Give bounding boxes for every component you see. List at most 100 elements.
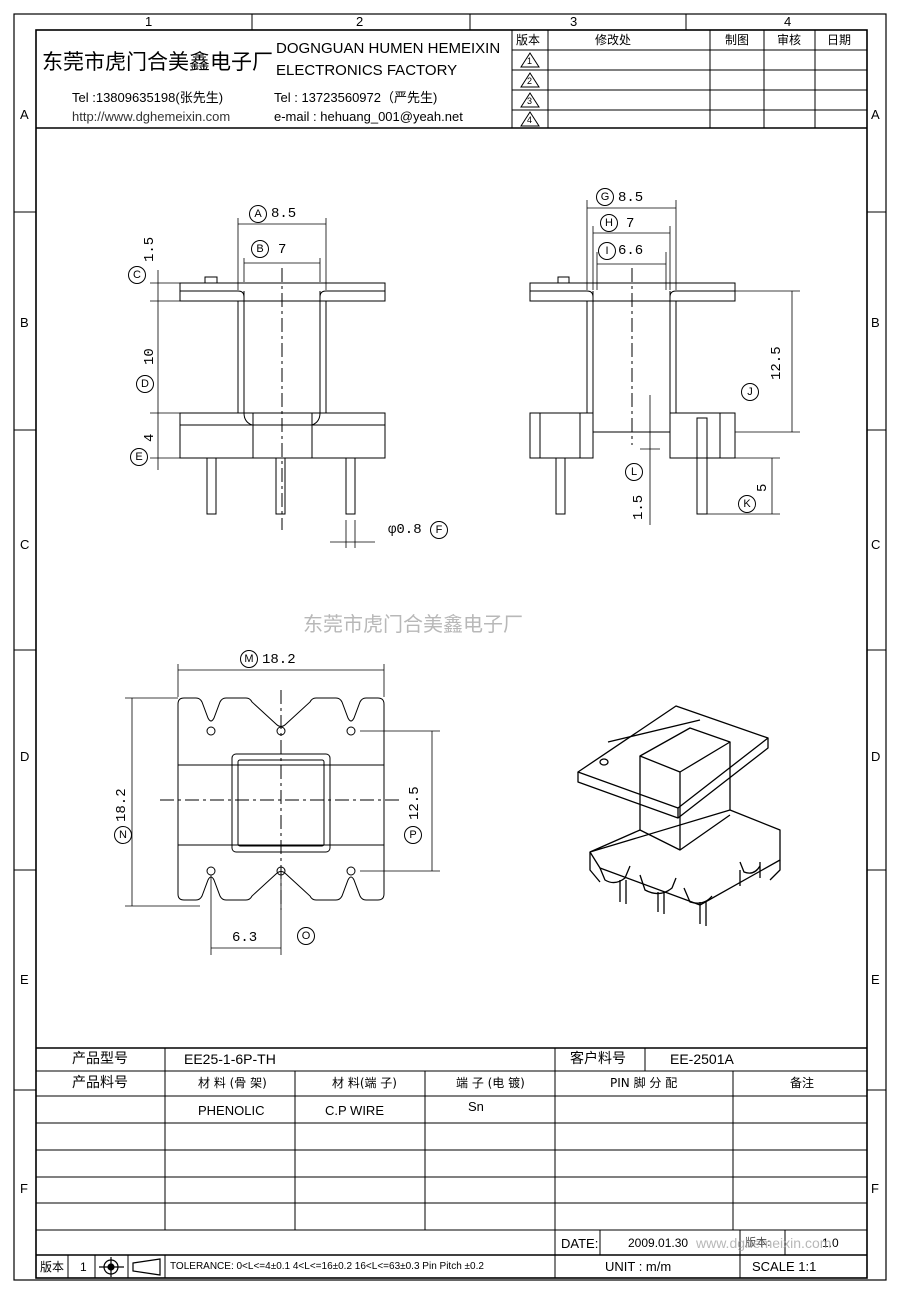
contact-tel-1: Tel :13809635198(张先生)	[72, 90, 224, 105]
company-name-en-line2: ELECTRONICS FACTORY	[276, 62, 458, 79]
dim-bubble-a: A	[249, 205, 267, 223]
zone-row-a-left: A	[20, 107, 29, 122]
label-plating: 端 子 (电 镀)	[456, 1076, 525, 1090]
dim-value-m: 18.2	[262, 652, 296, 668]
dim-bubble-o: O	[297, 927, 315, 945]
label-version: 版本	[40, 1260, 65, 1274]
contact-tel-2: Tel : 13723560972（严先生)	[274, 90, 438, 105]
email-link[interactable]: e-mail : hehuang_001@yeah.net	[274, 109, 463, 124]
dim-bubble-p: P	[404, 826, 422, 844]
dim-value-g: 8.5	[618, 190, 644, 206]
dim-bubble-j: J	[741, 383, 759, 401]
projection-symbol	[99, 1257, 161, 1277]
label-product-model: 产品型号	[72, 1051, 128, 1067]
bottom-view	[160, 690, 400, 910]
zone-col-3: 3	[570, 14, 578, 29]
zone-row-b-left: B	[20, 315, 29, 330]
dim-value-e: 4	[142, 433, 158, 442]
zone-row-b-right: B	[871, 315, 880, 330]
dim-bubble-i: I	[598, 242, 616, 260]
website-link[interactable]: http://www.dghemeixin.com	[72, 109, 231, 124]
zone-col-2: 2	[356, 14, 364, 29]
rev-header-checked: 审核	[777, 33, 802, 47]
dim-bubble-e: E	[130, 448, 148, 466]
dim-bubble-h: H	[600, 214, 618, 232]
dim-value-l: 1.5	[631, 494, 647, 520]
watermark-text: 东莞市虎门合美鑫电子厂	[303, 612, 523, 636]
dim-value-f: φ0.8	[388, 522, 422, 538]
corner-note: 版本:	[745, 1236, 771, 1249]
rev-triangle-label-1: 1	[527, 56, 533, 66]
label-remark: 备注	[790, 1076, 815, 1090]
zone-row-d-right: D	[871, 749, 881, 764]
zone-row-c-right: C	[871, 537, 881, 552]
zone-col-1: 1	[145, 14, 153, 29]
zone-row-a-right: A	[871, 107, 880, 122]
header-frame	[36, 30, 867, 129]
dim-bubble-g: G	[596, 188, 614, 206]
url-overlay: www.dghemeixin.com	[696, 1235, 832, 1251]
bottom-view-dimensions	[125, 664, 440, 955]
zone-row-f-right: F	[871, 1181, 879, 1196]
dim-value-n: 18.2	[114, 788, 130, 822]
rev-triangle-label-2: 2	[527, 76, 533, 86]
value-customer-no: EE-2501A	[670, 1051, 734, 1067]
front-view-dimensions	[150, 218, 375, 548]
revision-triangles	[520, 52, 540, 127]
zone-row-e-left: E	[20, 972, 29, 987]
company-name-cn: 东莞市虎门合美鑫电子厂	[42, 50, 273, 74]
rev-header-change: 修改处	[595, 33, 632, 47]
label-material-pin: 材 料(端 子)	[332, 1076, 397, 1090]
dim-value-d: 10	[142, 348, 158, 365]
rev-triangle-label-4: 4	[527, 115, 533, 125]
zone-col-4: 4	[784, 14, 792, 29]
dim-value-h: 7	[626, 216, 635, 232]
rev-header-date: 日期	[827, 33, 852, 47]
dim-bubble-l: L	[625, 463, 643, 481]
value-date: 2009.01.30	[628, 1236, 689, 1250]
label-customer-no: 客户料号	[570, 1051, 626, 1067]
dim-bubble-b: B	[251, 240, 269, 258]
dim-bubble-c: C	[128, 266, 146, 284]
dim-value-o: 6.3	[232, 930, 258, 946]
company-name-en-line1: DOGNGUAN HUMEN HEMEIXIN	[276, 40, 501, 57]
value-material-pin: C.P WIRE	[325, 1103, 384, 1118]
zone-row-e-right: E	[871, 972, 880, 987]
side-view	[529, 268, 736, 515]
label-product-no: 产品料号	[72, 1075, 128, 1091]
value-material-bobbin: PHENOLIC	[198, 1103, 265, 1118]
label-material-bobbin: 材 料 (骨 架)	[198, 1076, 267, 1090]
isometric-view	[577, 705, 781, 926]
dim-bubble-d: D	[136, 375, 154, 393]
scale-text: SCALE 1:1	[752, 1259, 817, 1274]
dim-bubble-f: F	[430, 521, 448, 539]
tolerance-text: TOLERANCE: 0<L<=4±0.1 4<L<=16±0.2 16<L<=…	[170, 1261, 484, 1272]
zone-row-d-left: D	[20, 749, 30, 764]
dim-value-a: 8.5	[271, 206, 297, 222]
title-block-grid	[36, 1047, 867, 1278]
label-pin-assignment: PIN 脚 分 配	[610, 1076, 678, 1090]
dim-value-j: 12.5	[769, 346, 785, 380]
rev-triangle-label-3: 3	[527, 96, 533, 106]
label-date: DATE:	[561, 1236, 599, 1251]
side-view-dimensions	[586, 200, 800, 525]
sheet-frame	[13, 13, 887, 1281]
value-version: 1	[80, 1260, 87, 1274]
value-plating: Sn	[468, 1099, 484, 1114]
rev-header-version: 版本	[516, 33, 541, 47]
dim-value-k: 5	[755, 483, 771, 492]
dim-bubble-n: N	[114, 826, 132, 844]
dim-bubble-k: K	[738, 495, 756, 513]
dim-value-c: 1.5	[142, 236, 158, 262]
zone-row-c-left: C	[20, 537, 30, 552]
dim-value-p: 12.5	[407, 786, 423, 820]
front-view	[179, 268, 386, 530]
unit-text: UNIT : m/m	[605, 1259, 672, 1274]
rev-header-drawn: 制图	[725, 33, 750, 47]
dim-value-i: 6.6	[618, 243, 644, 259]
value-product-model: EE25-1-6P-TH	[184, 1051, 276, 1067]
dim-value-b: 7	[278, 242, 287, 258]
corner-value: 1.0	[822, 1236, 839, 1250]
dim-bubble-m: M	[240, 650, 258, 668]
